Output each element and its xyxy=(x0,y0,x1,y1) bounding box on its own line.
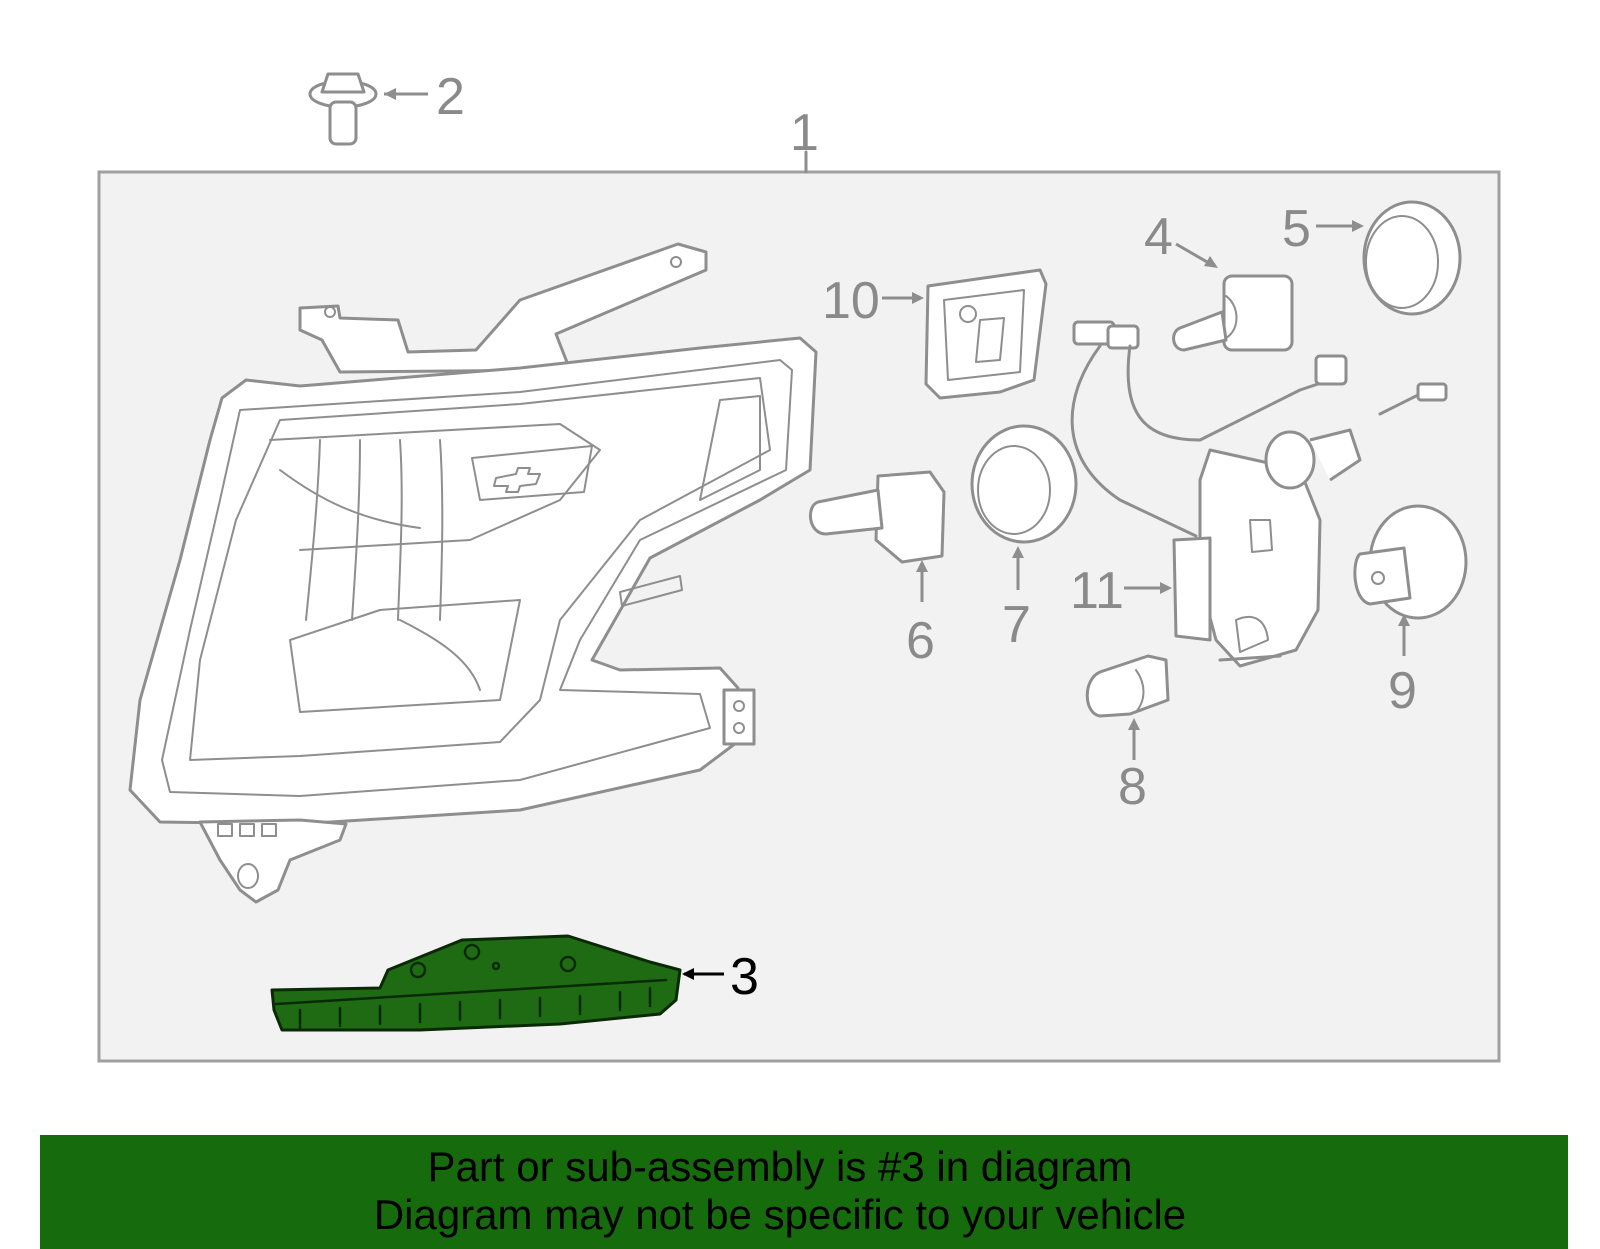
banner-line-1: Part or sub-assembly is #3 in diagram xyxy=(427,1143,1133,1190)
part-5-cap xyxy=(1362,200,1462,316)
callout-7: 7 xyxy=(1002,596,1031,654)
part-4-bulb xyxy=(1172,274,1294,352)
banner-line-2: Diagram may not be specific to your vehi… xyxy=(373,1191,1187,1238)
callout-4: 4 xyxy=(1144,208,1173,266)
callout-5: 5 xyxy=(1282,200,1311,258)
callout-2: 2 xyxy=(436,68,465,126)
callout-10: 10 xyxy=(822,272,880,330)
callout-1: 1 xyxy=(790,104,819,162)
wiring-harness xyxy=(1070,320,1448,538)
part-11-module xyxy=(1172,428,1362,668)
callout-9: 9 xyxy=(1388,662,1417,720)
callout-11: 11 xyxy=(1070,562,1124,620)
bolt-part-2 xyxy=(308,72,378,146)
info-banner: Part or sub-assembly is #3 in diagram Di… xyxy=(40,1135,1568,1249)
part-7-cap xyxy=(970,424,1078,544)
part-6-bulb xyxy=(809,470,946,564)
part-9-socket xyxy=(1353,504,1468,620)
callout-6: 6 xyxy=(906,612,935,670)
headlamp-housing xyxy=(128,242,818,904)
highlighted-part-3 xyxy=(270,934,682,1032)
callout-8: 8 xyxy=(1118,758,1147,816)
part-10-actuator xyxy=(924,268,1048,400)
callout-3: 3 xyxy=(730,948,759,1006)
part-8-bulb xyxy=(1085,654,1170,718)
